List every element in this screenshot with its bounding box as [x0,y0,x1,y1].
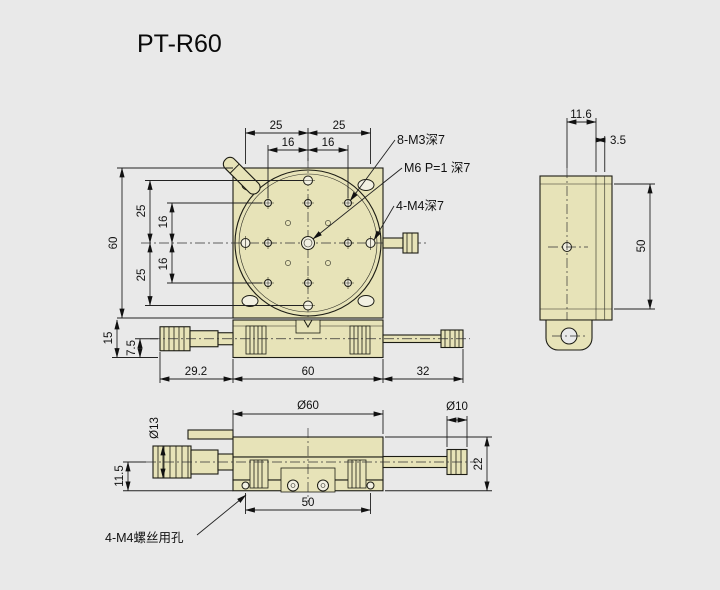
plan-dimensions: 25 25 16 16 60 25 16 16 25 [108,120,371,319]
corner-slot [241,295,259,307]
base-m4-hole [241,481,250,490]
side-dimensions: 11.6 3.5 50 [566,109,655,310]
dim-top-25-right: 25 [333,120,346,132]
dim-top-16-right: 16 [322,137,335,149]
side-centerlines [548,168,588,330]
dim-bottom-d60: Ø60 [297,400,319,412]
callout-m6: M6 P=1 深7 [404,161,470,175]
dim-bottom-d10: Ø10 [446,401,468,413]
page-title: PT-R60 [137,30,222,58]
m6-thread [303,238,313,248]
dim-side-3-5: 3.5 [610,135,626,147]
bottom-view [146,428,478,502]
callout-4-m4: 4-M4深7 [396,199,444,213]
plan-callouts: 8-M3深7 M6 P=1 深7 4-M4深7 [312,133,470,241]
side-clamp-tab [545,319,593,351]
mount-hole-leader [196,494,247,536]
callout-8-m3: 8-M3深7 [397,133,445,147]
plan-extension-lines [117,128,371,319]
dim-bottom-22: 22 [473,458,485,471]
side-view [539,168,613,351]
dim-front-29-2: 29.2 [185,366,207,378]
dim-front-7-5: 7.5 [126,340,138,356]
dim-top-25-left: 25 [270,120,283,132]
dim-front-32: 32 [417,366,430,378]
dim-left-25-lower: 25 [136,269,148,282]
front-view [150,319,470,359]
m6-center-hole [301,236,315,250]
dim-top-16-left: 16 [282,137,295,149]
dim-bottom-11-5: 11.5 [114,465,126,487]
hole-centermarks [245,180,371,306]
dim-front-60: 60 [302,366,315,378]
dim-bottom-50: 50 [302,497,315,509]
small-pilot-holes [285,220,331,266]
callout-mount-holes: 4-M4螺丝用孔 [105,531,184,545]
dim-side-11-6: 11.6 [570,109,592,121]
dim-left-25-upper: 25 [136,205,148,218]
bottom-knob-tab [187,429,234,440]
dim-front-15: 15 [103,332,115,345]
clamp-screw [382,232,419,254]
front-dimensions: 15 7.5 29.2 60 32 [103,319,464,383]
base-m4-hole [366,481,375,490]
dim-bottom-d13: Ø13 [149,417,161,439]
side-body [539,175,613,321]
corner-slot [357,295,375,307]
bottom-clamp-blocks [249,459,367,489]
dim-left-16-lower: 16 [158,258,170,271]
front-extension-lines [112,338,464,383]
dim-left-16-upper: 16 [158,216,170,229]
front-center-index [295,319,321,334]
front-clamp-blocks [245,325,371,355]
dim-side-50: 50 [636,240,648,253]
plan-view [141,156,427,330]
bottom-dimensions: Ø60 Ø10 Ø13 11.5 22 50 4-M4螺丝用孔 [105,400,492,545]
bottom-centerlines [146,428,478,502]
side-extension-lines [566,118,655,310]
dim-left-60: 60 [108,237,120,250]
corner-slot [357,179,375,191]
bottom-extension-lines [123,410,492,514]
